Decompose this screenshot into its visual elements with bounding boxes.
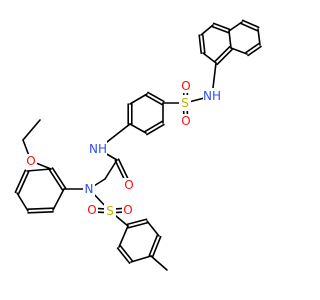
double-bond-line — [17, 170, 30, 195]
atom-n-tertiary-label: N — [85, 182, 94, 196]
atom-o-upper-top: O — [180, 79, 192, 93]
single-bond-line — [118, 225, 129, 248]
chemical-structure-diagram: NH NH N S S O O O — [14, 19, 262, 271]
atom-n-tertiary: N — [83, 181, 95, 197]
double-bond-line — [211, 25, 230, 34]
atom-s-upper-label: S — [181, 96, 189, 110]
atom-o-carbonyl: O — [123, 178, 135, 192]
double-bond-line — [51, 167, 67, 189]
double-bond-line — [198, 34, 203, 54]
single-bond-line — [16, 192, 29, 212]
double-bond-line — [151, 235, 162, 258]
single-bond-line — [146, 220, 160, 237]
single-bond-line — [104, 159, 118, 180]
double-bond-line — [146, 123, 165, 136]
atom-s-upper: S — [179, 95, 191, 111]
atom-o-lower-right: O — [122, 203, 134, 217]
double-bond-line — [216, 48, 234, 66]
double-bond-line — [126, 218, 148, 226]
double-bond-line — [245, 42, 260, 54]
atom-o-lower-left: O — [86, 203, 98, 217]
single-bond-line — [129, 123, 147, 134]
atom-o-upper-bottom: O — [180, 114, 192, 128]
atom-nh-amide: NH — [89, 141, 107, 157]
single-bond-line — [200, 24, 214, 36]
double-bond-line — [144, 120, 163, 133]
atom-s-lower-label: S — [106, 204, 114, 218]
double-bond-line — [201, 34, 206, 54]
atom-nh-sulfonamide: NH — [203, 88, 221, 104]
single-bond-line — [230, 47, 248, 55]
atom-o-lower-right-label: O — [123, 203, 132, 217]
atom-o-upper-bottom-label: O — [181, 114, 190, 128]
atom-o-upper-top-label: O — [181, 79, 190, 93]
double-bond-line — [127, 221, 149, 229]
single-bond-line — [202, 52, 217, 64]
double-bond-line — [212, 22, 231, 31]
single-bond-line — [26, 168, 52, 172]
single-bond-line — [130, 255, 152, 263]
double-bond-line — [147, 91, 165, 103]
double-bond-line — [14, 169, 27, 194]
atom-o-ether-label: O — [26, 154, 35, 168]
single-bond-line — [228, 21, 243, 32]
double-bond-line — [241, 19, 260, 29]
double-bond-line — [27, 207, 54, 211]
single-bond-line — [228, 30, 232, 49]
atom-labels: NH NH N S S O O O — [25, 79, 221, 219]
single-bond-line — [52, 188, 65, 211]
single-bond-line — [150, 255, 168, 271]
double-bond-line — [240, 22, 259, 32]
double-bond-line — [148, 234, 159, 257]
double-bond-line — [213, 45, 231, 63]
atom-s-lower: S — [104, 203, 116, 219]
atom-nh-amide-label: NH — [89, 142, 107, 156]
atom-nh-sulfonamide-label: NH — [203, 89, 221, 103]
double-bond-line — [247, 45, 262, 57]
atom-o-carbonyl-label: O — [124, 178, 133, 192]
double-bond-line — [27, 210, 54, 214]
double-bond-line — [145, 94, 163, 106]
single-bond-line — [22, 119, 41, 141]
bond-lines — [14, 19, 262, 271]
double-bond-line — [48, 169, 64, 191]
atom-o-ether: O — [25, 154, 37, 168]
single-bond-line — [257, 28, 261, 46]
single-bond-line — [129, 93, 148, 105]
double-bond-line — [116, 247, 131, 264]
atom-o-lower-left-label: O — [87, 203, 96, 217]
double-bond-line — [119, 245, 134, 262]
